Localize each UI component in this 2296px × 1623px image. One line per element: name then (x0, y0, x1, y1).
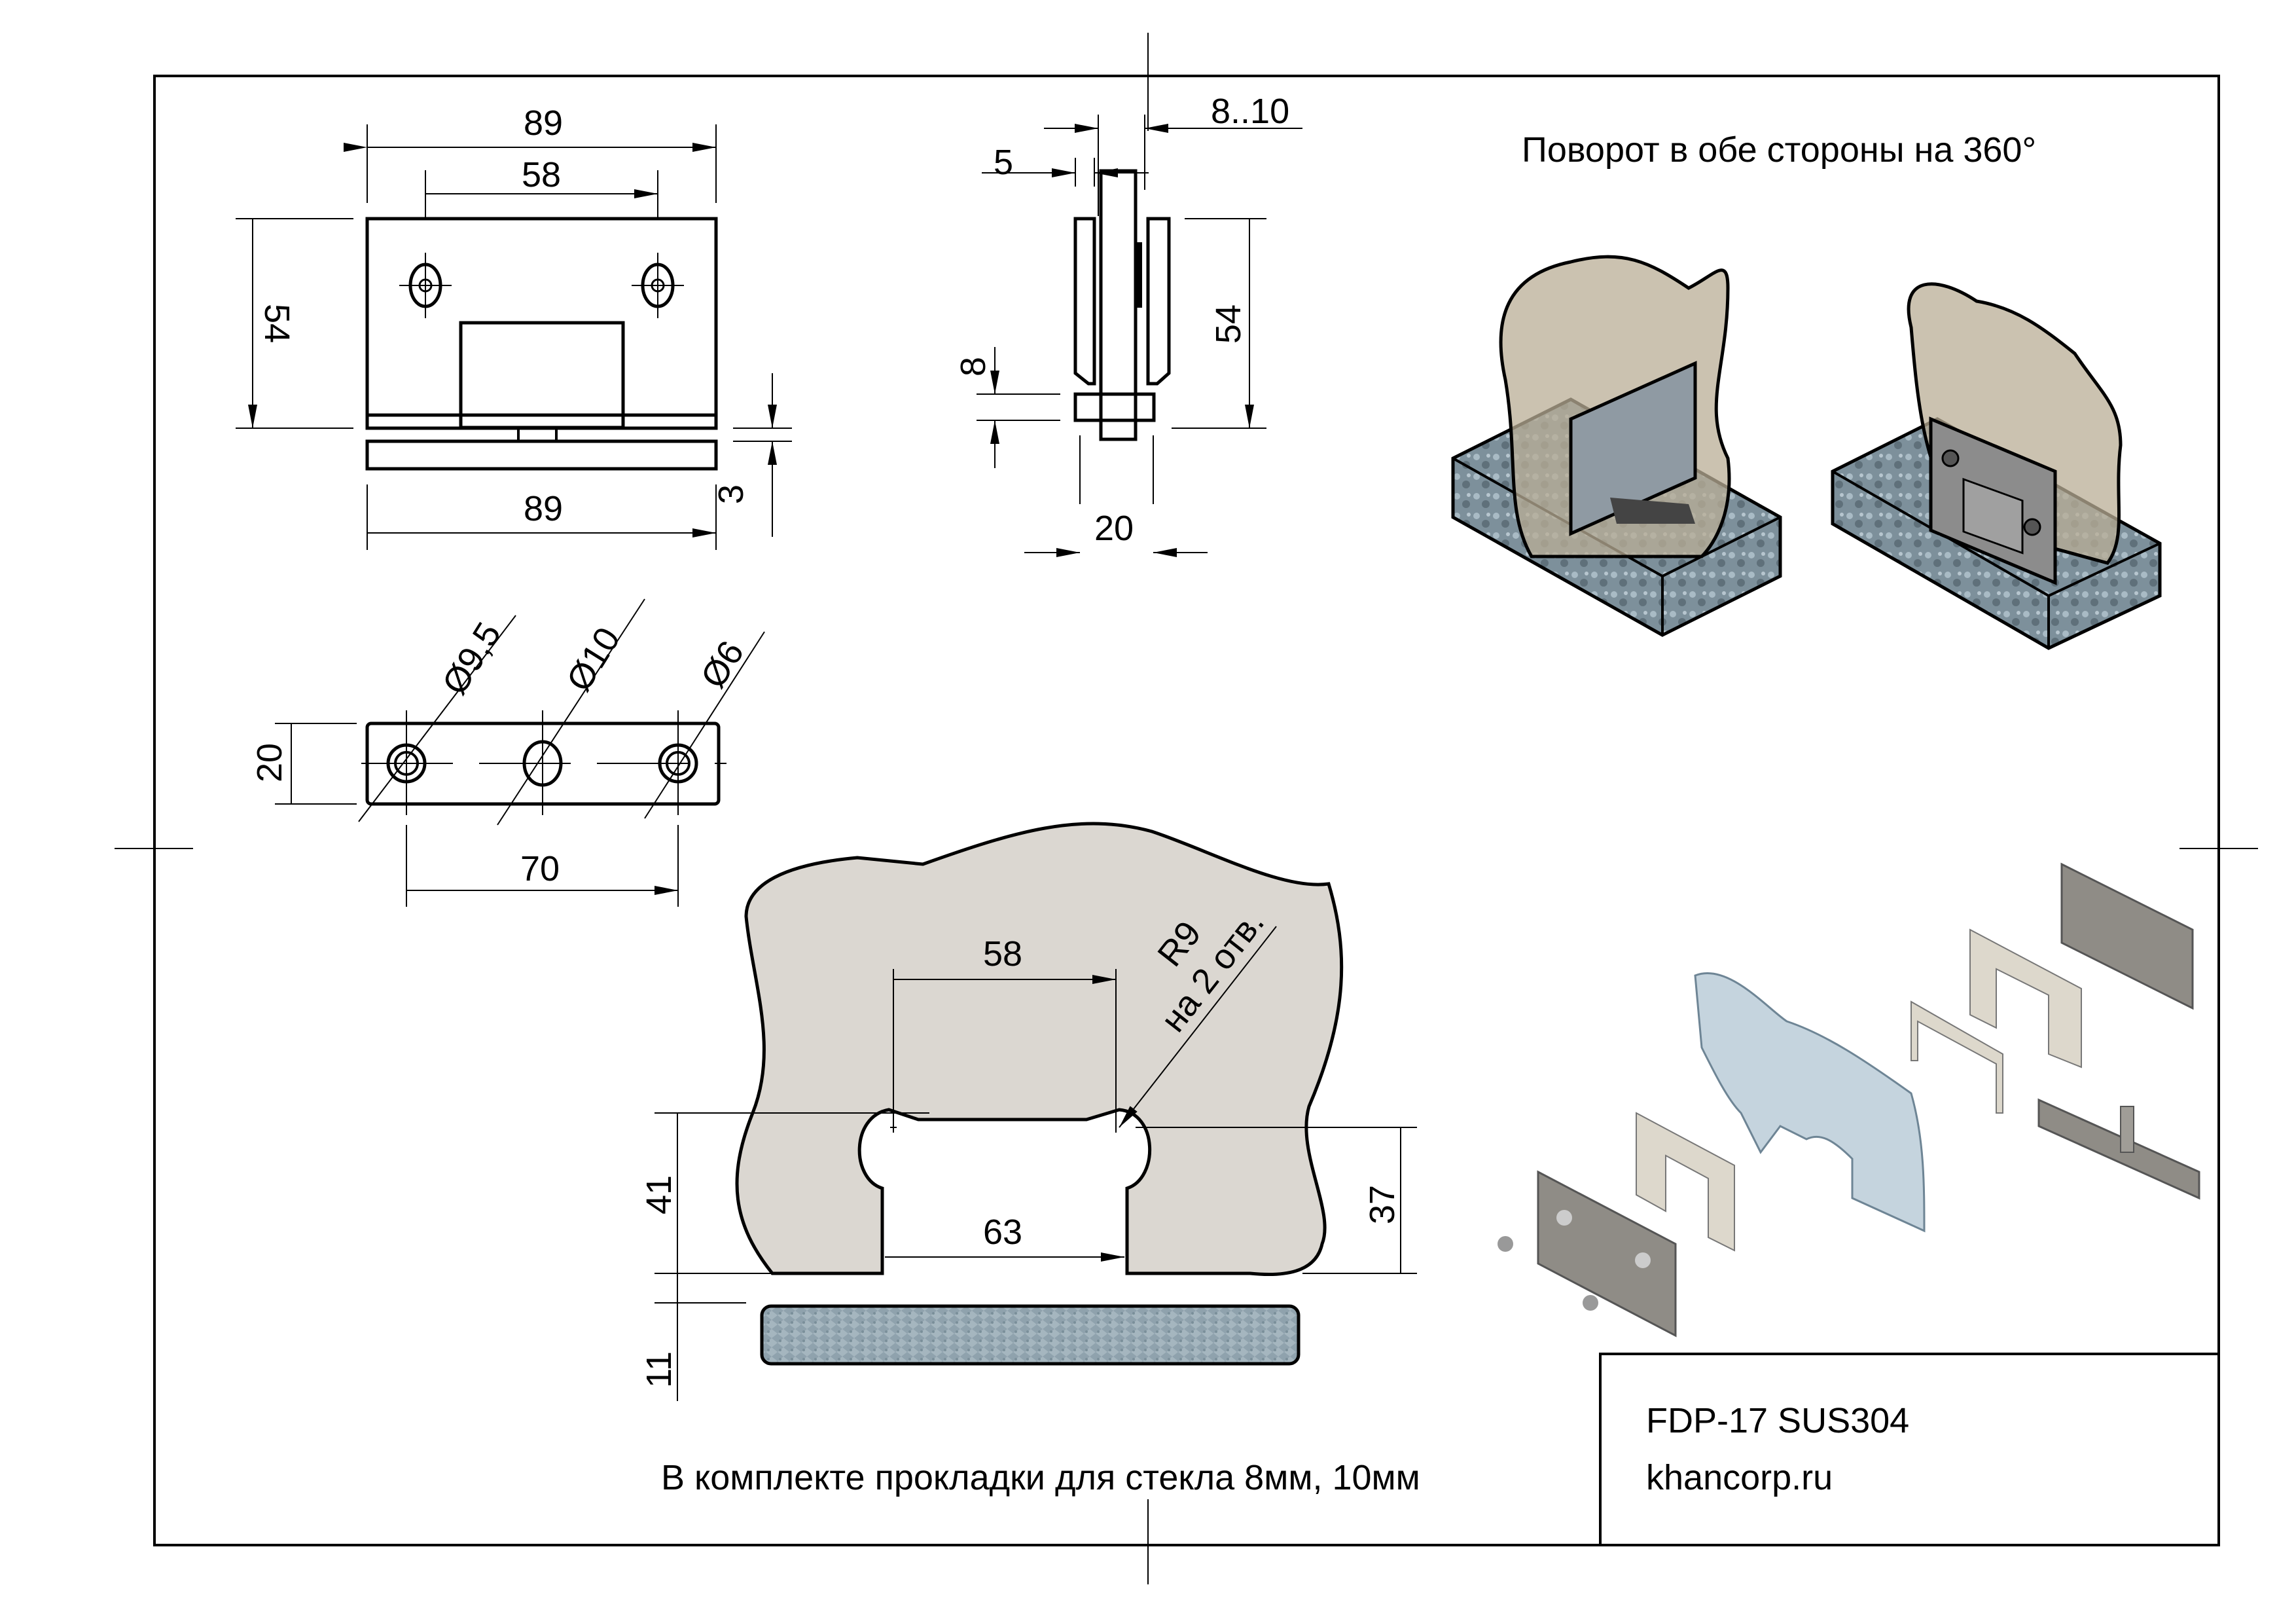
kit-note: В комплекте прокладки для стекла 8мм, 10… (661, 1458, 1420, 1497)
pivot-pin (2120, 1106, 2134, 1153)
screw-hole-right (632, 253, 684, 318)
pivot-base (2037, 1098, 2200, 1200)
dim-plate-hole-spacing: 70 (520, 849, 560, 888)
glass-panel (735, 822, 1344, 1276)
front-view: 89 58 54 89 3 (236, 103, 792, 550)
dim-hole-1-diameter: Ø9,5 (435, 615, 509, 701)
screw-hole-left (399, 253, 452, 318)
dim-base-width: 20 (1094, 509, 1134, 548)
gasket-back (1969, 928, 2082, 1068)
dim-hole-spacing: 58 (522, 155, 561, 194)
drawing-frame (153, 75, 2220, 1546)
render-rotation-right (1831, 282, 2162, 650)
dim-plate-height: 20 (250, 743, 289, 782)
bottom-plate-view: Ø9,5 Ø10 Ø6 20 70 (250, 598, 765, 907)
render-rotation-left (1451, 255, 1782, 637)
dim-height-right: 37 (1363, 1185, 1402, 1224)
hinge-body (2060, 862, 2194, 1010)
glass-cutout-view: 58 R9 на 2 отв. 41 63 37 11 (639, 822, 1417, 1401)
exploded-view (1498, 862, 2200, 1338)
dim-hole-3-diameter: Ø6 (693, 634, 751, 695)
dim-cutout-hole-spacing: 58 (983, 934, 1022, 974)
side-view: 8..10 5 54 8 20 (954, 92, 1302, 557)
dim-base-height: 8 (954, 357, 993, 376)
gasket-front (1636, 1112, 1735, 1252)
bushing-clip (1910, 1000, 2003, 1114)
dim-side-height: 54 (1209, 304, 1248, 344)
website-label: khancorp.ru (1646, 1458, 1833, 1497)
dim-width-top: 89 (524, 103, 563, 143)
title-block: FDP-17 SUS304 khancorp.ru (1599, 1353, 2220, 1546)
dim-glass-thickness: 8..10 (1211, 92, 1289, 131)
dim-height-left: 41 (639, 1175, 679, 1214)
dim-opening-width: 63 (983, 1213, 1022, 1252)
floor-stone (760, 1304, 1300, 1366)
dim-height: 54 (257, 304, 296, 343)
screw-icon (1498, 1236, 1598, 1311)
glass-blue (1694, 972, 1926, 1233)
front-plate (1537, 1170, 1677, 1338)
dim-offset: 5 (994, 143, 1013, 182)
rotation-note: Поворот в обе стороны на 360° (1522, 130, 2036, 170)
dim-width-bottom: 89 (524, 489, 563, 528)
dim-floor-gap: 11 (639, 1351, 679, 1388)
dim-hole-2-diameter: Ø10 (559, 621, 628, 698)
model-label: FDP-17 SUS304 (1646, 1401, 1909, 1440)
dim-gap: 3 (711, 484, 751, 504)
